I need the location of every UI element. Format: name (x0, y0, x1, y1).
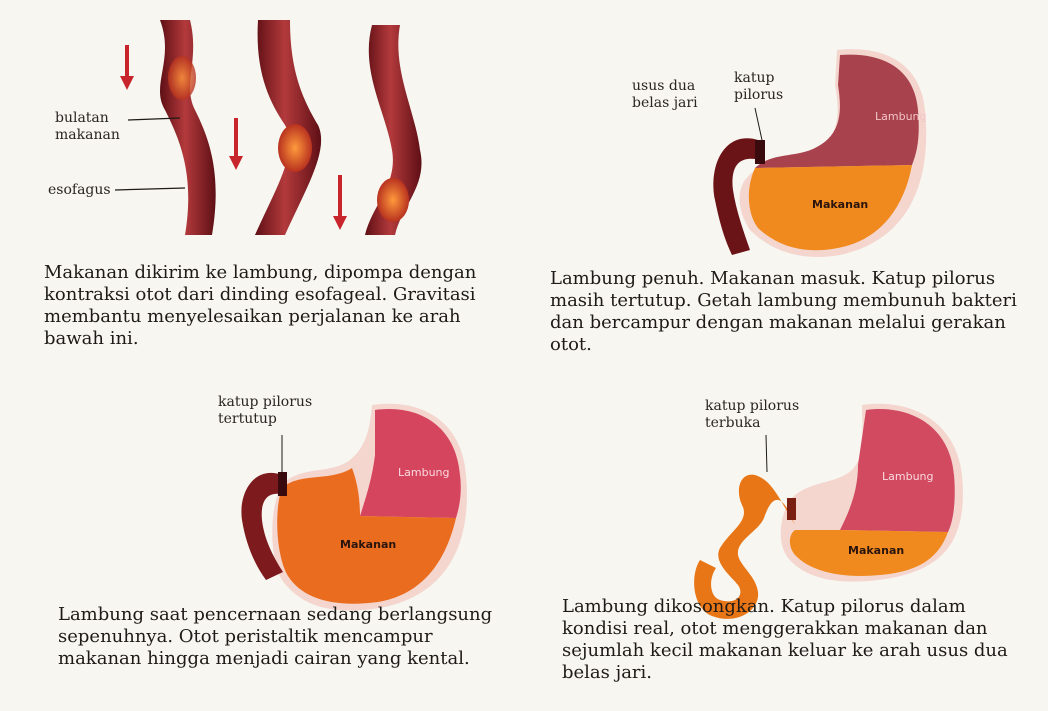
bolus-1 (168, 56, 196, 100)
caption-stomach-emptying: Lambung dikosongkan. Katup pilorus dalam… (562, 596, 1032, 684)
caption-esophagus: Makanan dikirim ke lambung, dipompa deng… (44, 262, 514, 350)
leader-line-pylorus (755, 108, 762, 140)
label-food: Makanan (848, 542, 904, 559)
panel-stomach-emptying: katup pilorus terbuka Lambung Makanan La… (540, 380, 1048, 711)
bolus-2 (278, 124, 312, 172)
label-food: Makanan (340, 536, 396, 553)
caption-stomach-digesting: Lambung saat pencernaan sedang berlangsu… (58, 604, 518, 670)
label-stomach: Lambung (398, 464, 450, 481)
panel-stomach-digesting: katup pilorus tertutup Lambung Makanan L… (0, 380, 520, 711)
panel-esophagus: bulatan makanan esofagus Makanan dikirim… (0, 0, 520, 380)
bolus-3 (377, 178, 409, 222)
down-arrow-3-head (333, 216, 347, 230)
label-bolus: bulatan makanan (55, 110, 120, 144)
label-duodenum: usus dua belas jari (632, 78, 698, 112)
leader-line-pylorus (766, 435, 767, 472)
panel-stomach-full: usus dua belas jari katup pilorus Lambun… (540, 0, 1048, 380)
label-stomach: Lambung (882, 468, 934, 485)
esophagus-tube-1 (160, 20, 216, 235)
down-arrow-1-head (120, 76, 134, 90)
label-pylorus-closed: katup pilorus tertutup (218, 394, 312, 428)
caption-stomach-full: Lambung penuh. Makanan masuk. Katup pilo… (550, 268, 1040, 356)
pylorus-valve (755, 140, 765, 164)
label-pylorus-open: katup pilorus terbuka (705, 398, 799, 432)
pylorus-valve (278, 472, 287, 496)
label-food: Makanan (812, 196, 868, 213)
down-arrow-2-head (229, 156, 243, 170)
label-pylorus: katup pilorus (734, 70, 783, 104)
leader-line-esophagus (115, 188, 185, 190)
label-stomach: Lambung (875, 108, 927, 125)
label-esophagus: esofagus (48, 182, 111, 199)
pylorus-valve (787, 498, 796, 520)
